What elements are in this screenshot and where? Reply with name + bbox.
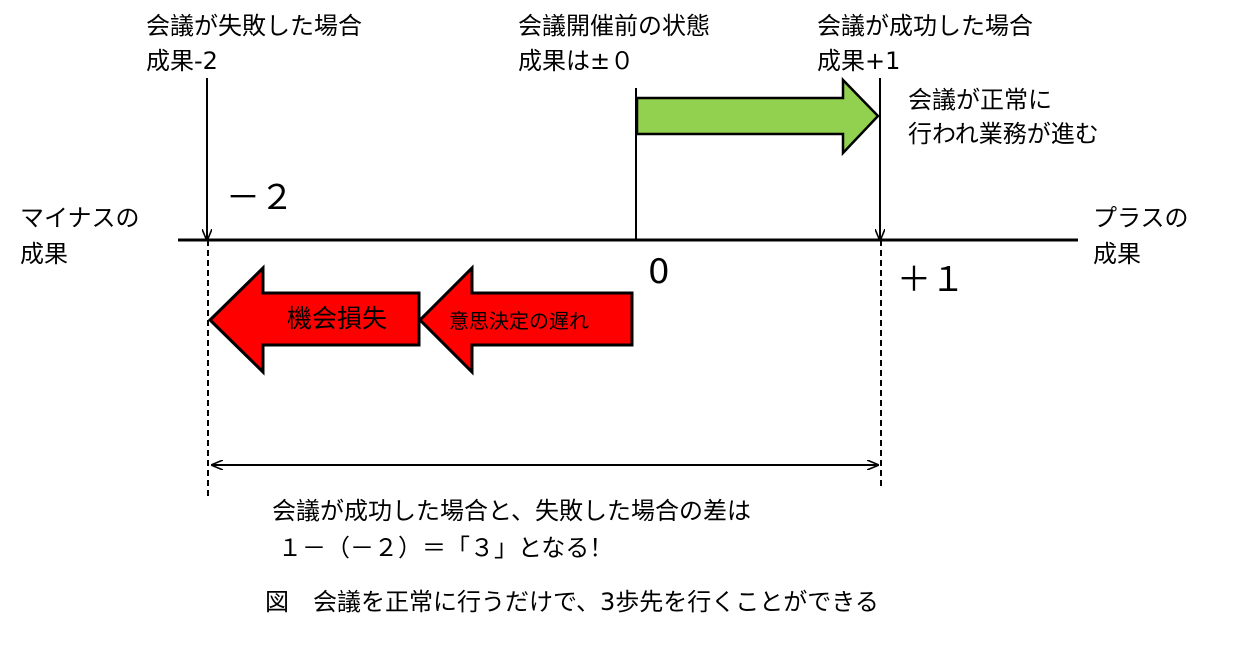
figure-caption: 図 会議を正常に行うだけで、3歩先を行くことができる — [265, 588, 879, 616]
tick-plus1: ＋１ — [897, 260, 965, 300]
minus-side-line1: マイナスの — [20, 204, 140, 232]
minus-side-line2: 成果 — [20, 240, 68, 268]
before-title: 会議開催前の状態 — [518, 12, 710, 40]
loss-arrow — [207, 264, 421, 376]
loss-arrow-label: 機会損失 — [287, 304, 388, 333]
before-result: 成果は±０ — [518, 47, 635, 75]
progress-arrow — [635, 76, 880, 157]
progress-line1: 会議が正常に — [908, 86, 1052, 114]
plus-side-line1: プラスの — [1093, 204, 1189, 232]
tick-minus2: －２ — [226, 178, 294, 218]
fail-title: 会議が失敗した場合 — [146, 12, 362, 40]
progress-line2: 行われ業務が進む — [908, 120, 1099, 148]
difference-line1: 会議が成功した場合と、失敗した場合の差は — [272, 497, 752, 525]
plus-side-line2: 成果 — [1093, 240, 1141, 268]
delay-arrow — [417, 264, 634, 376]
tick-zero: 0 — [648, 252, 670, 292]
success-title: 会議が成功した場合 — [817, 12, 1033, 40]
fail-result: 成果-2 — [146, 47, 218, 75]
delay-arrow-label: 意思決定の遅れ — [449, 309, 589, 333]
success-result: 成果+1 — [817, 47, 901, 75]
difference-line2: １－（－２）＝「３」となる！ — [278, 534, 614, 562]
